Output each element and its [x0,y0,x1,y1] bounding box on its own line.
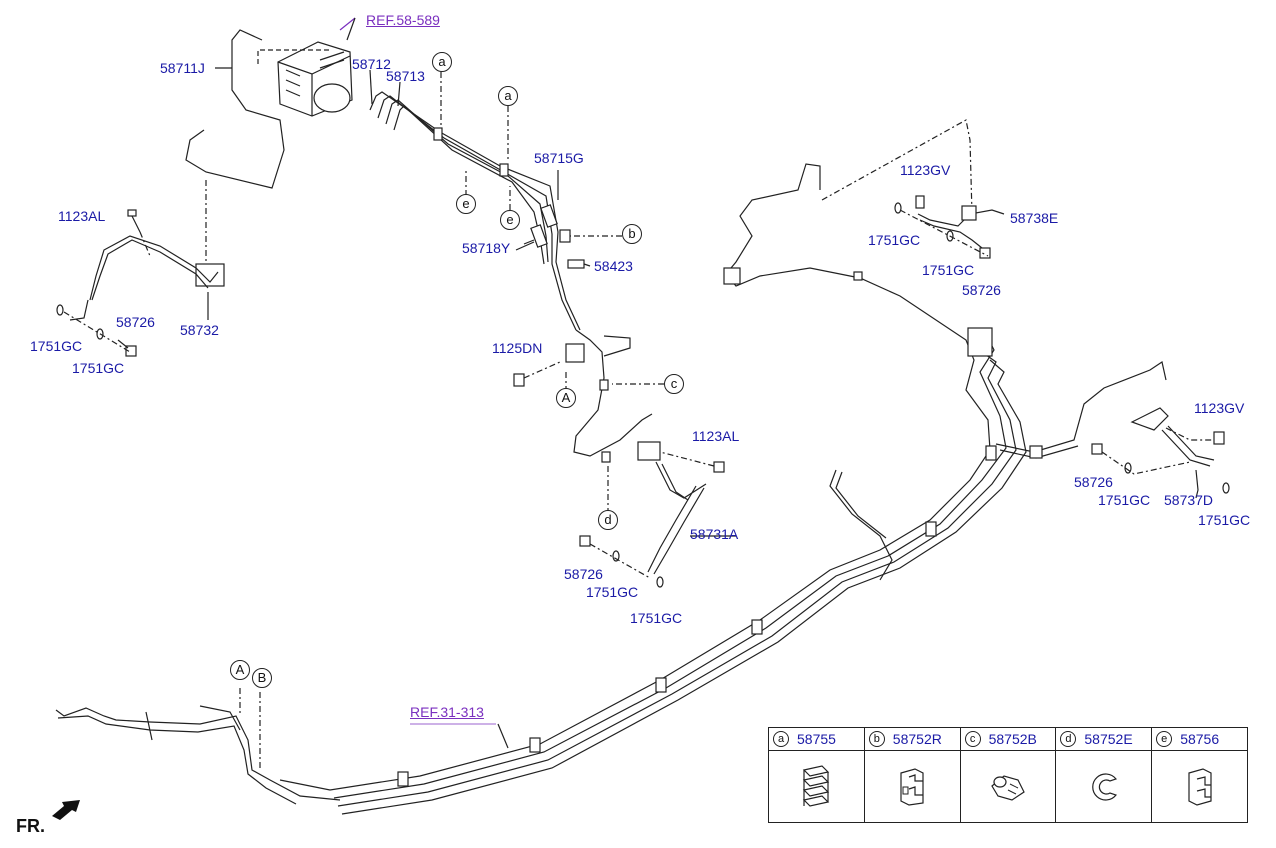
legend-cell-e: e 58756 [1152,728,1247,822]
label-1751gc-top-b: 1751GC [922,262,975,278]
legend-part-b: 58752R [892,731,942,747]
label-58731a: 58731A [690,526,739,542]
legend-key-a: a [773,731,789,747]
label-1751gc-right-b: 1751GC [1198,512,1251,528]
label-58726-top: 58726 [962,282,1001,298]
label-1751gc-left-b: 1751GC [72,360,125,376]
label-58738e: 58738E [1010,210,1059,226]
clip-58752r-icon [900,767,924,806]
legend-key-c: c [964,731,981,747]
washer-1751gc-mid-a [612,550,620,562]
legend-part-a: 58755 [797,731,836,747]
callout-b: b [622,224,642,244]
label-58737d: 58737D [1164,492,1214,508]
label-58726-left: 58726 [116,314,155,330]
label-1123al-mid: 1123AL [692,428,740,444]
bolt-58726-mid [579,535,651,579]
hose-58738e [917,205,1005,249]
label-1751gc-right-a: 1751GC [1098,492,1151,508]
washer-1751gc-right-b [1222,482,1230,494]
legend-key-e: e [1156,731,1173,747]
washer-1751gc-mid-b [656,576,664,588]
clip-58756-icon [1187,767,1212,806]
bolt-1123gv-top [915,195,925,209]
callout-c: c [664,374,684,394]
washer-1751gc-top-a [894,202,902,214]
label-1751gc-top-a: 1751GC [868,232,921,248]
brake-line-58711j [185,29,285,189]
front-arrow-icon [52,800,80,820]
label-1123gv-top: 1123GV [900,162,951,178]
bracket-A-mid [565,343,585,363]
callout-B-bottom: B [252,668,272,688]
hose-58731a [637,441,707,575]
label-1123al-left: 1123AL [58,208,106,224]
bolt-1123gv-right [1213,431,1225,445]
abs-module [277,41,353,117]
label-58713: 58713 [386,68,425,84]
washer-1751gc-right-a [1124,462,1132,474]
ref-leader-abs [339,17,356,31]
legend-part-e: 58756 [1180,731,1220,747]
brake-line-rear-right [995,361,1167,453]
legend-cell-d: d 58752E [1056,728,1153,822]
clip-58752e-icon [1091,772,1117,801]
callout-a-1: a [432,52,452,72]
label-58715g: 58715G [534,150,584,166]
washer-1751gc-top-b [946,230,954,242]
legend-part-d: 58752E [1084,731,1133,747]
label-1751gc-mid-a: 1751GC [586,584,639,600]
legend-key-d: d [1060,731,1077,747]
callout-a-2: a [498,86,518,106]
front-orientation-label: FR. [16,816,45,836]
callout-A-mid: A [556,388,576,408]
bolt-58726-top [979,247,991,259]
label-58712: 58712 [352,56,391,72]
label-58718y: 58718Y [462,240,511,256]
clip-58755-icon [803,764,830,807]
callout-e-2: e [500,210,520,230]
brake-line-bottom-left [55,705,341,805]
legend-cell-c: c 58752B [960,728,1057,822]
ref-fuel-line[interactable]: REF.31-313 [410,704,484,720]
callout-A-bottom: A [230,660,250,680]
abs-dashed-outline [257,49,330,64]
bolt-1123al-mid [659,451,725,473]
label-1751gc-mid-b: 1751GC [630,610,683,626]
brake-line-center [573,329,653,457]
label-58726-right: 58726 [1074,474,1113,490]
ref-arrow-abs [346,17,356,41]
callout-e-1: e [456,194,476,214]
washer-1751gc-left-b [96,328,104,340]
bracket-58737d [1130,407,1220,467]
hose-58732 [89,235,219,301]
label-58423: 58423 [594,258,633,274]
legend-part-c: 58752B [988,731,1037,747]
washer-1751gc-left-a [56,304,64,316]
label-1751gc-left-a: 1751GC [30,338,83,354]
label-58726-mid: 58726 [564,566,603,582]
bolt-58726-left [117,339,137,357]
legend-key-b: b [868,731,885,747]
label-58732: 58732 [180,322,219,338]
bolt-1125dn [513,361,561,387]
legend-cell-a: a 58755 [769,728,865,822]
brake-line-bundle-rear [279,163,1027,815]
label-58711j: 58711J [160,60,205,76]
label-1123gv-right: 1123GV [1194,400,1245,416]
bolt-1123al-left [127,209,141,233]
label-1125dn: 1125DN [492,340,543,356]
bolt-58726-right [1091,443,1191,475]
ref-abs-module[interactable]: REF.58-589 [366,12,440,28]
bracket-58732 [195,263,225,287]
clip-58752b-icon [991,774,1025,801]
legend-cell-b: b 58752R [864,728,961,822]
callout-d: d [598,510,618,530]
